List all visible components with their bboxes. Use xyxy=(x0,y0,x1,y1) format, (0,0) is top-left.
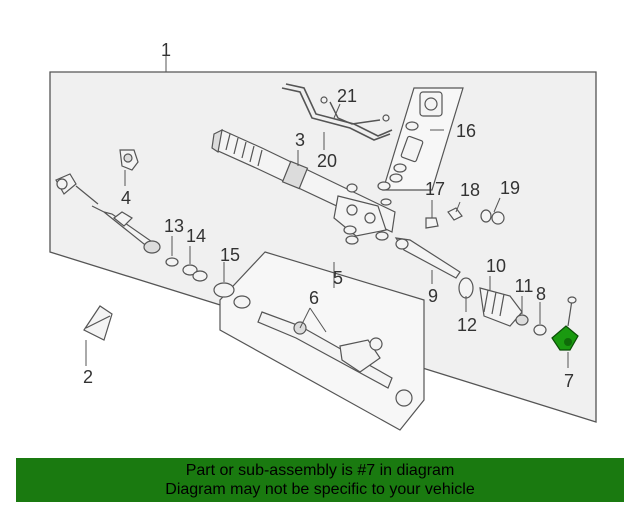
callout-11: 11 xyxy=(515,276,534,296)
assembly-outline xyxy=(49,71,597,423)
bushing-4 xyxy=(119,149,139,171)
callout-10: 10 xyxy=(486,256,506,276)
bracket-2 xyxy=(83,305,113,341)
pipe-assembly xyxy=(281,83,393,141)
callout-5: 5 xyxy=(333,268,343,288)
banner-line-disclaimer: Diagram may not be specific to your vehi… xyxy=(165,481,475,498)
leader-lines xyxy=(85,56,569,368)
parts-diagram: 1 2 3 4 5 6 7 8 9 10 11 12 13 14 15 16 1… xyxy=(49,40,597,431)
info-banner: Part or sub-assembly is #7 in diagram Di… xyxy=(16,458,624,502)
callout-4: 4 xyxy=(121,188,131,208)
callout-20: 20 xyxy=(317,151,337,171)
callout-6: 6 xyxy=(309,288,319,308)
callout-numbers: 1 2 3 4 5 6 7 8 9 10 11 12 13 14 15 16 1… xyxy=(83,40,574,391)
tie-rod-end-7 xyxy=(551,296,579,351)
callout-9: 9 xyxy=(428,286,438,306)
callout-3: 3 xyxy=(295,130,305,150)
callout-17: 17 xyxy=(425,179,445,199)
callout-12: 12 xyxy=(457,315,477,335)
callout-18: 18 xyxy=(460,180,480,200)
left-tie-rod xyxy=(55,173,161,254)
callout-1: 1 xyxy=(161,40,171,60)
left-seals xyxy=(165,257,235,298)
callout-14: 14 xyxy=(186,226,206,246)
callout-2: 2 xyxy=(83,367,93,387)
callout-16: 16 xyxy=(456,121,476,141)
callout-7: 7 xyxy=(564,371,574,391)
banner-line-part: Part or sub-assembly is #7 in diagram xyxy=(185,462,455,479)
callout-13: 13 xyxy=(164,216,184,236)
callout-21: 21 xyxy=(337,86,357,106)
callout-15: 15 xyxy=(220,245,240,265)
housing-rings xyxy=(343,181,392,245)
callout-8: 8 xyxy=(536,284,546,304)
small-parts-17-19 xyxy=(425,207,505,229)
callout-19: 19 xyxy=(500,178,520,198)
valve-parts xyxy=(389,91,443,183)
